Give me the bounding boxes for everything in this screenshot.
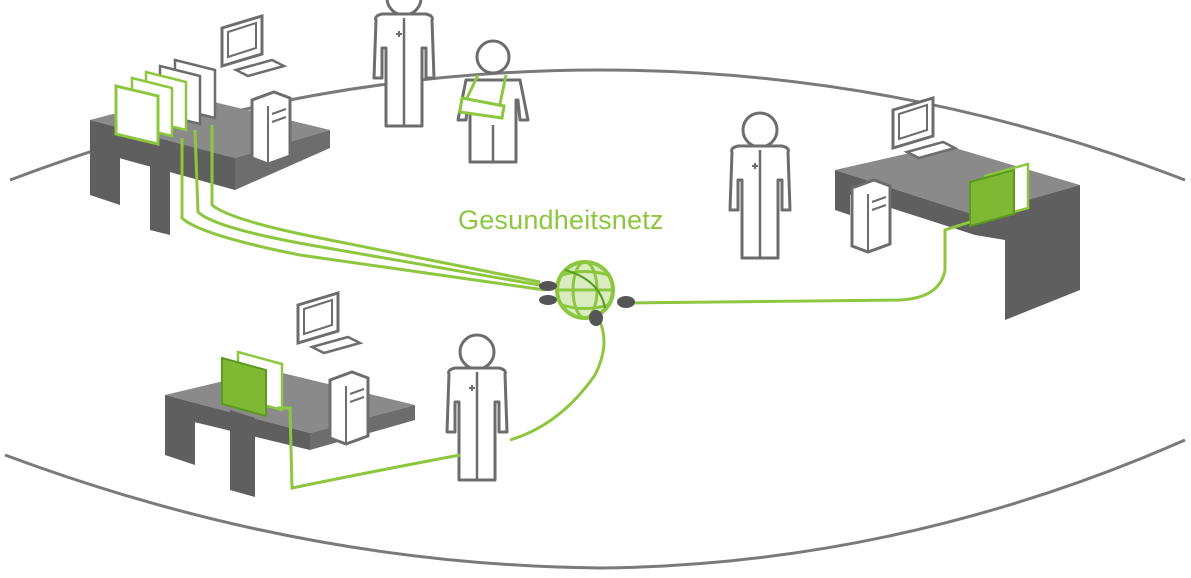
- globe-icon: [539, 260, 635, 326]
- workstation-bottom-left: [165, 291, 415, 497]
- workstation-right: [835, 96, 1080, 320]
- network-connections: [180, 125, 971, 490]
- patient-files-green-right: [969, 162, 1030, 228]
- doctor-figure-top: [372, 0, 436, 128]
- network-label: Gesundheitsnetz: [458, 205, 664, 235]
- doctor-figure-right: [728, 111, 792, 260]
- workstation-top-left: [90, 14, 330, 235]
- doctor-figure-bottom: [445, 333, 509, 482]
- plug-bottom-icon: [589, 310, 603, 326]
- plug-right-icon: [617, 296, 635, 308]
- patient-figure: [456, 39, 530, 164]
- network-ring-front: [4, 438, 1186, 570]
- patient-files-green: [221, 350, 284, 418]
- patient-files-stack: [114, 58, 217, 146]
- plug-left-icon: [539, 281, 557, 305]
